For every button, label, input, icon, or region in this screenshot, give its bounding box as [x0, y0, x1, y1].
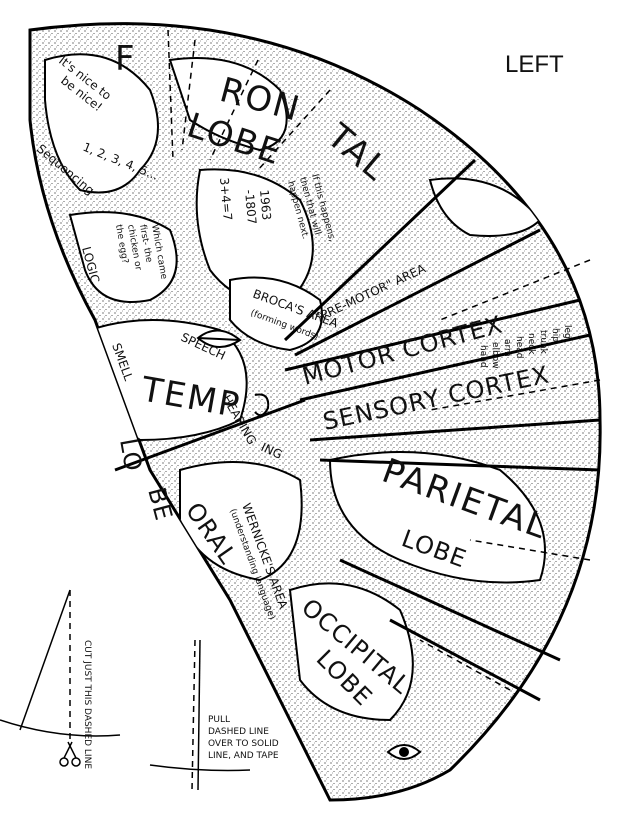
- body-parts-list: leg hip trunk neck head arm elbow hand: [478, 325, 572, 369]
- brain-folds: [44, 53, 546, 722]
- pull-line-2: DASHED LINE: [208, 727, 269, 737]
- body-part-hip: hip: [550, 328, 560, 342]
- lips-icon: [196, 329, 242, 348]
- section-lines: [114, 158, 601, 702]
- frontal-word-1: F: [115, 39, 137, 79]
- cut-guide: CUT JUST THIS DASHED LINE: [0, 589, 121, 769]
- pull-line-1: PULL: [208, 715, 230, 725]
- scissors-icon: [59, 741, 81, 767]
- pull-line-4: LINE, AND TAPE: [208, 751, 279, 761]
- temporal-word-3: LO: [114, 436, 147, 474]
- note-math-1: 3+4=7: [217, 177, 235, 221]
- body-part-hand: hand: [478, 345, 488, 368]
- pull-guide: PULL DASHED LINE OVER TO SOLID LINE, AND…: [149, 639, 279, 791]
- dashed-guides: [167, 29, 601, 691]
- eye-icon: [386, 744, 422, 760]
- body-part-elbow: elbow: [490, 342, 500, 369]
- body-part-trunk: trunk: [538, 330, 548, 355]
- frontal-notes: It's nice to be nice! 1, 2, 3, 4, 5... S…: [34, 53, 337, 284]
- body-part-arm: arm: [502, 339, 512, 357]
- ear-icon: [254, 393, 270, 417]
- body-part-leg: leg: [562, 325, 572, 339]
- side-label: LEFT: [505, 51, 564, 78]
- note-math-3: -1807: [242, 189, 259, 225]
- body-part-head: head: [514, 336, 524, 358]
- body-part-neck: neck: [526, 333, 536, 355]
- pull-line-3: OVER TO SOLID: [208, 739, 279, 749]
- cut-instruction: CUT JUST THIS DASHED LINE: [82, 640, 92, 769]
- note-math-2: 1963: [257, 189, 274, 221]
